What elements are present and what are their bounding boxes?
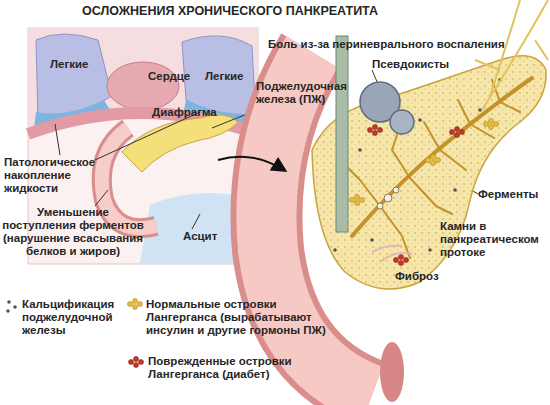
part-label: Диафрагма xyxy=(152,106,217,119)
damaged-islet xyxy=(368,128,373,133)
nerve xyxy=(475,0,548,110)
damaged-islet xyxy=(394,255,409,266)
calcification xyxy=(478,108,482,112)
damaged-islet xyxy=(373,125,378,130)
leader-line xyxy=(95,112,200,160)
pancreatic-duct xyxy=(348,80,520,258)
damaged-islet xyxy=(450,130,455,135)
zoom-arrow xyxy=(218,157,284,170)
legend-text: Поврежденные островки Лангерганса (диабе… xyxy=(148,355,313,381)
part-label: Асцит xyxy=(183,230,217,243)
calcification xyxy=(333,248,337,252)
blood-vessel xyxy=(336,36,348,232)
normal-islet xyxy=(355,195,360,200)
damaged-islet xyxy=(460,130,465,135)
normal-islet xyxy=(484,119,499,130)
normal-islet xyxy=(133,299,138,304)
part-label: Камни в панкреатическом протоке xyxy=(440,220,550,259)
legend-symbol xyxy=(7,300,11,304)
leader-line xyxy=(192,214,200,229)
normal-islet xyxy=(484,122,489,127)
legend-text: Нормальные островки Лангерганса (вырабат… xyxy=(146,298,336,337)
normal-islet xyxy=(489,119,494,124)
duodenum xyxy=(380,342,404,402)
part-label: Легкие xyxy=(50,58,88,71)
calcification xyxy=(370,238,374,242)
damaged-islet xyxy=(139,360,144,365)
legend-symbol xyxy=(13,305,17,309)
damaged-islet xyxy=(450,127,465,138)
normal-islet xyxy=(431,161,436,166)
calcification xyxy=(453,188,457,192)
damaged-islet xyxy=(368,125,383,136)
normal-islet xyxy=(133,305,138,310)
pseudocyst xyxy=(390,110,414,134)
damaged-islet xyxy=(129,357,144,368)
part-label: Сердце xyxy=(148,70,190,83)
legend-text: Кальцификация поджелудочной железы xyxy=(22,298,127,337)
zoom-arrow xyxy=(218,157,284,170)
leader-line xyxy=(95,190,108,206)
damaged-islet xyxy=(404,258,409,263)
normal-islet xyxy=(128,302,133,307)
damaged-islet xyxy=(455,127,460,132)
part-label: Боль из-за периневрального воспаления xyxy=(268,38,505,51)
damaged-islet xyxy=(373,131,378,136)
calcification xyxy=(428,248,432,252)
duct-stone xyxy=(377,187,399,209)
normal-islet xyxy=(138,302,143,307)
blood-vessel xyxy=(336,36,348,232)
legend-symbol xyxy=(6,300,17,313)
fibrosis xyxy=(372,246,412,262)
normal-islet xyxy=(128,119,499,310)
heart xyxy=(107,62,179,110)
part-label: Поджелудочная железа (ПЖ) xyxy=(256,80,356,106)
damaged-islet xyxy=(378,128,383,133)
duct-stone xyxy=(384,194,392,202)
part-label: Легкие xyxy=(205,70,243,83)
part-label: Ферменты xyxy=(478,188,538,201)
normal-islet xyxy=(426,158,431,163)
damaged-islet xyxy=(399,261,404,266)
part-label: Уменьшение поступления ферментов (наруше… xyxy=(0,206,146,258)
damaged-islet xyxy=(129,125,465,368)
normal-islet xyxy=(426,155,441,166)
calcification xyxy=(358,148,362,152)
pancreas-small xyxy=(122,115,238,172)
normal-islet xyxy=(436,158,441,163)
pseudocyst xyxy=(360,82,414,134)
calcification xyxy=(418,118,422,122)
fibrosis xyxy=(372,246,412,262)
damaged-islet xyxy=(134,357,139,362)
pancreatic-duct xyxy=(352,78,532,236)
heart xyxy=(107,62,179,110)
duct-stone xyxy=(377,203,383,209)
legend-symbol xyxy=(6,309,10,313)
normal-islet xyxy=(128,299,143,310)
nerve xyxy=(475,0,548,110)
diagram-title: ОСЛОЖНЕНИЯ ХРОНИЧЕСКОГО ПАНКРЕАТИТА xyxy=(0,4,460,18)
normal-islet xyxy=(431,155,436,160)
pancreas-small xyxy=(122,115,238,172)
part-label: Фиброз xyxy=(395,270,439,283)
damaged-islet xyxy=(129,360,134,365)
leader-line xyxy=(55,124,60,155)
damaged-islet xyxy=(134,363,139,368)
normal-islet xyxy=(350,198,355,203)
damaged-islet xyxy=(399,255,404,260)
normal-islet xyxy=(489,125,494,130)
normal-islet xyxy=(494,122,499,127)
duct-stone xyxy=(393,187,399,193)
damaged-islet xyxy=(455,133,460,138)
normal-islet xyxy=(360,198,365,203)
part-label: Патологическое накопление жидкости xyxy=(4,156,109,195)
normal-islet xyxy=(355,201,360,206)
normal-islet xyxy=(350,195,365,206)
damaged-islet xyxy=(394,258,399,263)
part-label: Псевдокисты xyxy=(372,58,449,71)
